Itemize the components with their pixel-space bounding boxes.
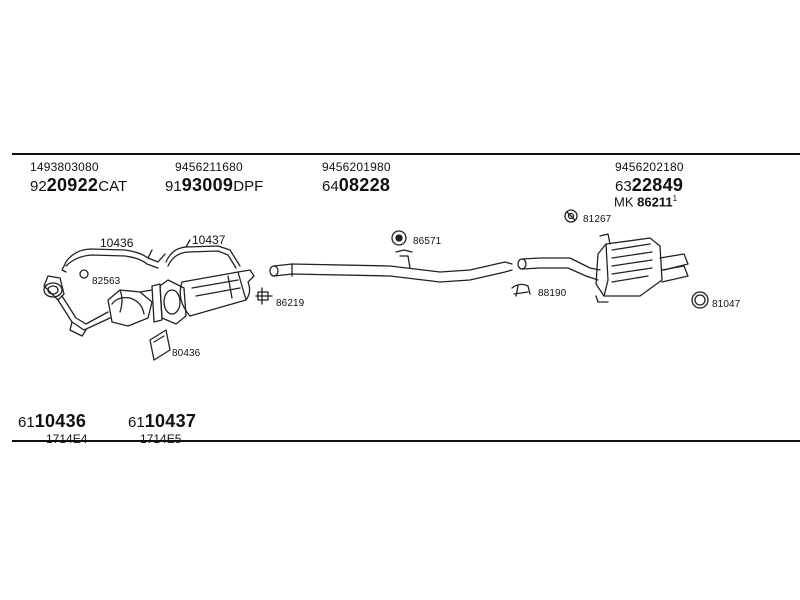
mounting-kit-label: MK 862111 (614, 194, 678, 210)
footer-part-10437: 6110437 1714E5 (128, 410, 196, 446)
part-header-rear-muffler: 9456202180 6322849 (615, 160, 684, 196)
part-code: 9193009DPF (165, 175, 264, 195)
footer-part-10436: 6110436 1714E4 (18, 410, 87, 446)
oem-number: 9456211680 (175, 160, 243, 174)
callout-82563: 82563 (92, 276, 121, 287)
middle-pipe (269, 249, 513, 283)
part-code: 6322849 (615, 175, 684, 195)
oem-number: 1493803080 (30, 160, 99, 174)
part-code: 6408228 (322, 175, 391, 195)
callout-10437: 10437 (192, 233, 226, 247)
callout-81267: 81267 (583, 214, 612, 225)
sub-code: 1714E4 (46, 432, 88, 446)
diesel-particulate-filter (159, 269, 255, 325)
catalytic-converter (43, 275, 163, 337)
part-code: 6110436 (18, 411, 87, 431)
pipe-10437 (165, 239, 241, 269)
ring-81047 (691, 291, 709, 309)
clamp-88190 (511, 283, 531, 297)
bottom-divider-line (12, 440, 800, 442)
callout-88190: 88190 (538, 288, 567, 299)
oem-number: 9456202180 (615, 160, 684, 174)
hanger-81267 (564, 209, 578, 223)
clamp-86219 (255, 287, 273, 305)
part-header-dpf: 9456211680 9193009DPF (165, 160, 263, 196)
oem-number: 9456201980 (322, 160, 391, 174)
sub-code: 1714E5 (140, 432, 182, 446)
gasket-82563 (79, 269, 89, 279)
top-divider-line (12, 153, 800, 155)
gasket-80436 (149, 329, 171, 361)
part-code: 9220922CAT (30, 175, 128, 195)
callout-80436: 80436 (172, 348, 201, 359)
hanger-86571 (391, 230, 407, 246)
callout-81047: 81047 (712, 299, 741, 310)
part-header-catalytic-converter: 1493803080 9220922CAT (30, 160, 127, 196)
part-header-middle-pipe: 9456201980 6408228 (322, 160, 391, 196)
part-code: 6110437 (128, 411, 197, 431)
rear-muffler (517, 233, 689, 303)
callout-10436: 10436 (100, 236, 134, 250)
pipe-10436 (61, 248, 166, 273)
callout-86571: 86571 (413, 236, 442, 247)
callout-86219: 86219 (276, 298, 305, 309)
